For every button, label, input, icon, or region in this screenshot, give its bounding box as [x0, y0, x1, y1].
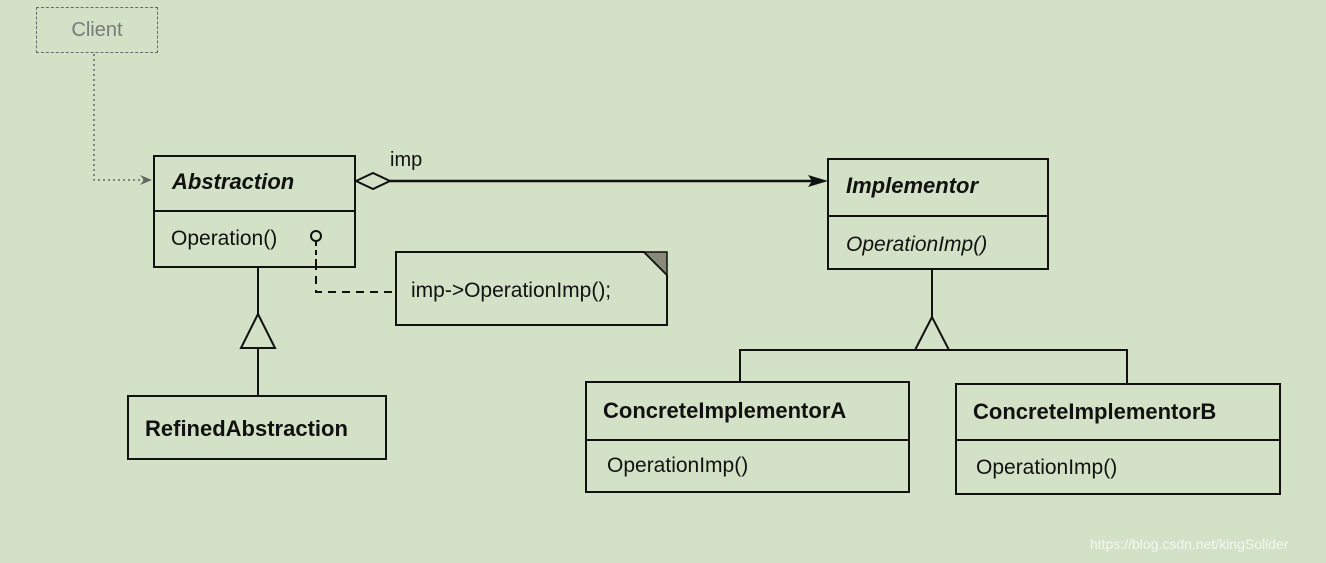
aggregation-diamond	[353, 171, 393, 191]
concrete-implementor-b-operation: OperationImp()	[976, 456, 1118, 479]
concrete-implementor-a-operation: OperationImp()	[607, 454, 749, 477]
abstraction-name: Abstraction	[172, 169, 295, 194]
refined-abstraction-box	[127, 395, 387, 460]
implementor-branch-line	[739, 349, 1128, 384]
concrete-implementor-a-box	[585, 381, 910, 493]
implementor-generalization-triangle	[913, 314, 951, 351]
association-arrowhead	[808, 175, 828, 187]
note-text: imp->OperationImp();	[411, 279, 612, 302]
concrete-implementor-b-name: ConcreteImplementorB	[973, 399, 1217, 424]
client-dependency-arrowhead	[140, 175, 152, 185]
client-box: Client	[36, 7, 158, 53]
client-label: Client	[71, 18, 123, 41]
refined-abstraction-name: RefinedAbstraction	[145, 416, 348, 441]
note-box	[395, 251, 668, 326]
concrete-implementor-a-name: ConcreteImplementorA	[603, 398, 847, 423]
abstraction-operation: Operation()	[171, 227, 278, 250]
client-dependency-line	[93, 54, 152, 181]
note-connector-line	[315, 262, 396, 293]
refined-generalization-triangle	[239, 311, 277, 349]
association-label: imp	[390, 149, 423, 171]
implementor-operation: OperationImp()	[846, 233, 988, 256]
implementor-name: Implementor	[846, 173, 979, 198]
implementor-box	[827, 158, 1049, 270]
operation-pin-circle	[310, 230, 322, 242]
watermark-text: https://blog.csdn.net/kingSolider	[1090, 536, 1289, 552]
